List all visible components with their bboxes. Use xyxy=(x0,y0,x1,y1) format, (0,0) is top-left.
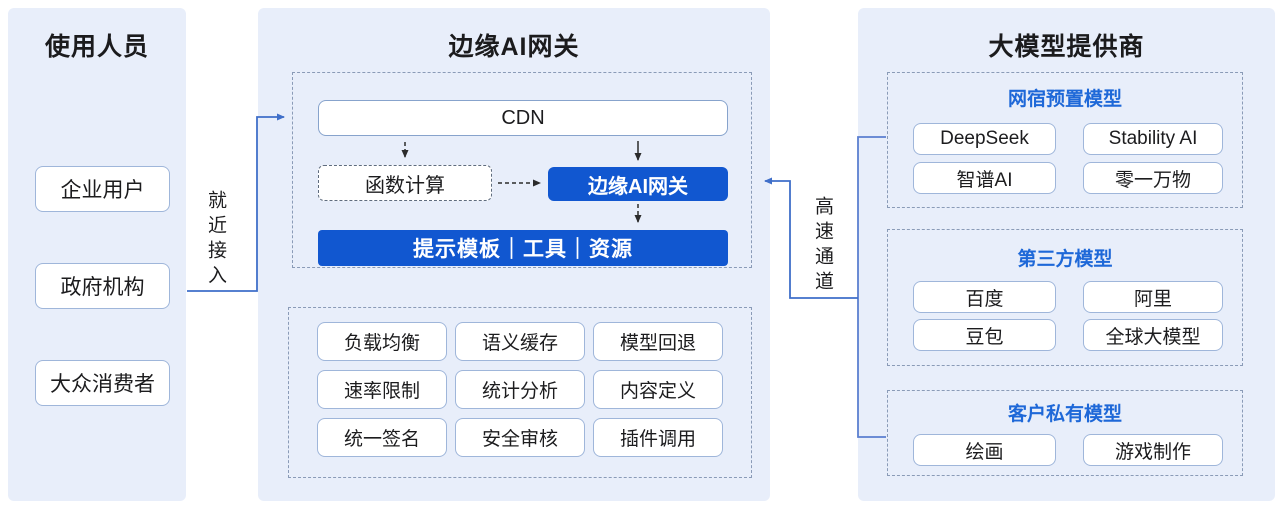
model-box-gamedev: 游戏制作 xyxy=(1083,434,1223,466)
model-box-doubao: 豆包 xyxy=(913,319,1056,351)
model-box-deepseek: DeepSeek xyxy=(913,123,1056,155)
feature-semantic-cache: 语义缓存 xyxy=(455,322,585,361)
feature-content-define: 内容定义 xyxy=(593,370,723,409)
function-compute-box: 函数计算 xyxy=(318,165,492,201)
cdn-box: CDN xyxy=(318,100,728,136)
nearby-access-label: 就近接入 xyxy=(205,190,226,290)
feature-security-audit: 安全审核 xyxy=(455,418,585,457)
feature-model-fallback: 模型回退 xyxy=(593,322,723,361)
feature-load-balancing: 负载均衡 xyxy=(317,322,447,361)
feature-plugin-invoke: 插件调用 xyxy=(593,418,723,457)
providers-panel: 大模型提供商 网宿预置模型 DeepSeek Stability AI 智谱AI… xyxy=(858,8,1275,501)
feature-rate-limiting: 速率限制 xyxy=(317,370,447,409)
gateway-panel: 边缘AI网关 CDN 函数计算 边缘AI网关 提示模板｜工具｜资源 负载均衡 语… xyxy=(258,8,770,501)
provider-group-private-title: 客户私有模型 xyxy=(1007,404,1122,425)
gateway-top-dashed-container xyxy=(292,72,752,268)
gateway-panel-title: 边缘AI网关 xyxy=(448,33,580,61)
feature-unified-signing: 统一签名 xyxy=(317,418,447,457)
model-box-painting: 绘画 xyxy=(913,434,1056,466)
provider-group-thirdparty-title: 第三方模型 xyxy=(1017,249,1113,270)
highspeed-channel-label: 高速通道 xyxy=(812,196,833,296)
model-box-zhipu-ai: 智谱AI xyxy=(913,162,1056,194)
users-panel: 使用人员 企业用户 政府机构 大众消费者 xyxy=(8,8,186,501)
provider-group-preset-title: 网宿预置模型 xyxy=(1007,89,1122,110)
provider-group-private: 客户私有模型 绘画 游戏制作 xyxy=(887,390,1243,476)
provider-group-thirdparty: 第三方模型 百度 阿里 豆包 全球大模型 xyxy=(887,229,1243,366)
model-box-baidu: 百度 xyxy=(913,281,1056,313)
edge-ai-gateway-box: 边缘AI网关 xyxy=(548,167,728,201)
model-box-stability-ai: Stability AI xyxy=(1083,123,1223,155)
user-box-consumers: 大众消费者 xyxy=(35,360,170,406)
gateway-features-dashed-container xyxy=(288,307,752,478)
model-box-global-models: 全球大模型 xyxy=(1083,319,1223,351)
user-box-government: 政府机构 xyxy=(35,263,170,309)
feature-stats-analysis: 统计分析 xyxy=(455,370,585,409)
prompt-tools-resources-bar: 提示模板｜工具｜资源 xyxy=(318,230,728,266)
model-box-ali: 阿里 xyxy=(1083,281,1223,313)
model-box-lingyi: 零一万物 xyxy=(1083,162,1223,194)
providers-panel-title: 大模型提供商 xyxy=(988,33,1145,61)
users-panel-title: 使用人员 xyxy=(44,33,149,61)
provider-group-preset: 网宿预置模型 DeepSeek Stability AI 智谱AI 零一万物 xyxy=(887,72,1243,208)
user-box-enterprise: 企业用户 xyxy=(35,166,170,212)
gateway-feature-grid: 负载均衡 语义缓存 模型回退 速率限制 统计分析 内容定义 统一签名 安全审核 … xyxy=(288,307,752,478)
